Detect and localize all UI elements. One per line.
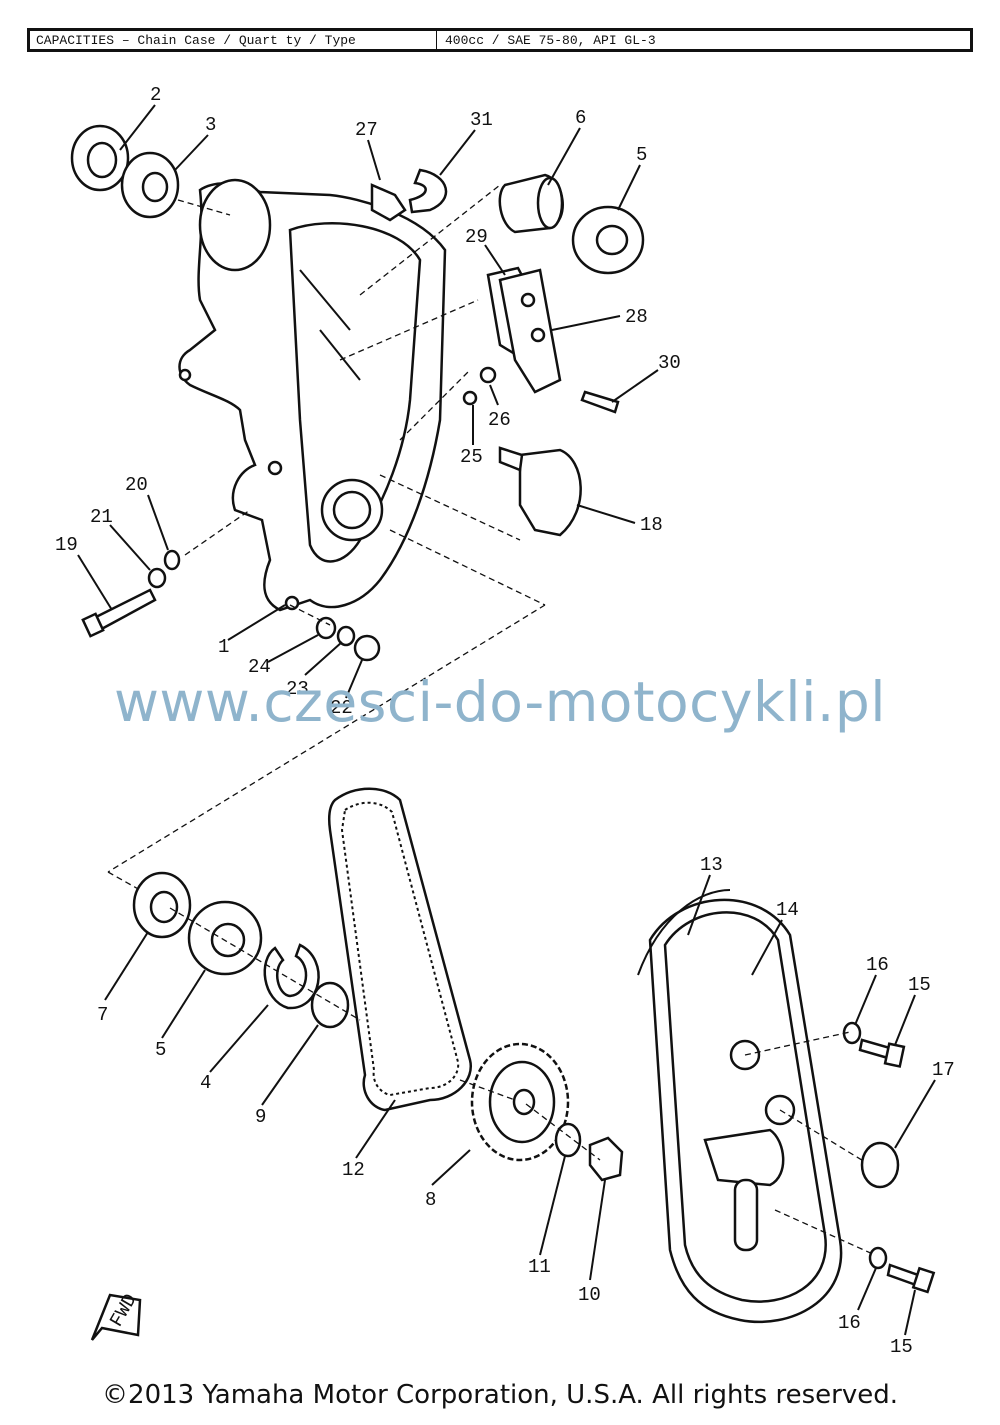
watermark: www.czesci-do-motocykli.pl xyxy=(113,670,887,734)
part-number-label: 5 xyxy=(636,144,647,166)
part-number-label: 16 xyxy=(838,1312,861,1334)
part-number-label: 12 xyxy=(342,1159,365,1181)
sprocket-8 xyxy=(470,1042,570,1162)
header-capacities-label: CAPACITIES – Chain Case / Quart ty / Typ… xyxy=(30,31,437,49)
part-number-label: 27 xyxy=(355,119,378,141)
part-number-label: 21 xyxy=(90,506,113,528)
drive-chain-12 xyxy=(327,787,473,1112)
part-number-label: 13 xyxy=(700,854,723,876)
chain-case-cover-14 xyxy=(648,898,843,1324)
part-number-label: 24 xyxy=(248,656,271,678)
bearing-5-upper xyxy=(571,205,645,275)
collar-9 xyxy=(310,981,350,1029)
plug-17 xyxy=(860,1141,900,1189)
copyright-footer: ©2013 Yamaha Motor Corporation, U.S.A. A… xyxy=(102,1380,898,1410)
part-number-label: 16 xyxy=(866,954,889,976)
washer-25 xyxy=(462,390,478,406)
part-number-label: 15 xyxy=(908,974,931,996)
washer-23 xyxy=(336,625,356,647)
washer-20 xyxy=(163,549,181,571)
nut-21 xyxy=(147,567,167,589)
nut-22 xyxy=(353,634,381,662)
washer-16-lower xyxy=(868,1246,888,1270)
part-number-label: 5 xyxy=(155,1039,166,1061)
part-number-label: 20 xyxy=(125,474,148,496)
part-number-label: 2 xyxy=(150,84,161,106)
plate-28 xyxy=(498,268,562,394)
bolt-15-lower xyxy=(886,1263,920,1287)
part-number-label: 30 xyxy=(658,352,681,374)
part-number-label: 6 xyxy=(575,107,586,129)
gasket-13 xyxy=(637,889,731,976)
part-number-label: 1 xyxy=(218,636,229,658)
part-number-label: 19 xyxy=(55,534,78,556)
part-number-label: 22 xyxy=(330,697,353,719)
fwd-arrow-icon: FWD xyxy=(90,1290,142,1341)
bearing-5-lower xyxy=(187,900,263,976)
part-number-label: 4 xyxy=(200,1072,211,1094)
part-number-label: 8 xyxy=(425,1189,436,1211)
bearing-3 xyxy=(120,151,180,219)
part-number-label: 29 xyxy=(465,226,488,248)
part-number-label: 28 xyxy=(625,306,648,328)
part-number-label: 10 xyxy=(578,1284,601,1306)
oil-seal-7 xyxy=(132,871,192,939)
part-number-label: 7 xyxy=(97,1004,108,1026)
part-number-label: 31 xyxy=(470,109,493,131)
header-capacities-value: 400cc / SAE 75-80, API GL-3 xyxy=(445,32,656,48)
part-number-label: 23 xyxy=(286,678,309,700)
bolt-26 xyxy=(479,366,497,384)
breather-fitting-27 xyxy=(370,183,407,222)
nut-10 xyxy=(588,1136,624,1182)
capacities-header: CAPACITIES – Chain Case / Quart ty / Typ… xyxy=(27,28,973,52)
washer-24 xyxy=(315,616,337,640)
part-number-label: 26 xyxy=(488,409,511,431)
part-number-label: 18 xyxy=(640,514,663,536)
oil-seal-2 xyxy=(70,124,130,192)
chain-case-housing xyxy=(178,178,447,612)
part-number-label: 3 xyxy=(205,114,216,136)
part-number-label: 11 xyxy=(528,1256,551,1278)
hose-31 xyxy=(408,168,448,214)
collar-6 xyxy=(498,173,564,234)
part-number-label: 9 xyxy=(255,1106,266,1128)
part-number-label: 15 xyxy=(890,1336,913,1358)
part-number-label: 17 xyxy=(932,1059,955,1081)
part-number-label: 25 xyxy=(460,446,483,468)
tensioner-18 xyxy=(518,448,582,537)
circlip-4 xyxy=(263,943,320,1010)
part-number-label: 14 xyxy=(776,899,799,921)
screw-30 xyxy=(580,390,620,414)
bolt-15-upper xyxy=(858,1038,892,1060)
